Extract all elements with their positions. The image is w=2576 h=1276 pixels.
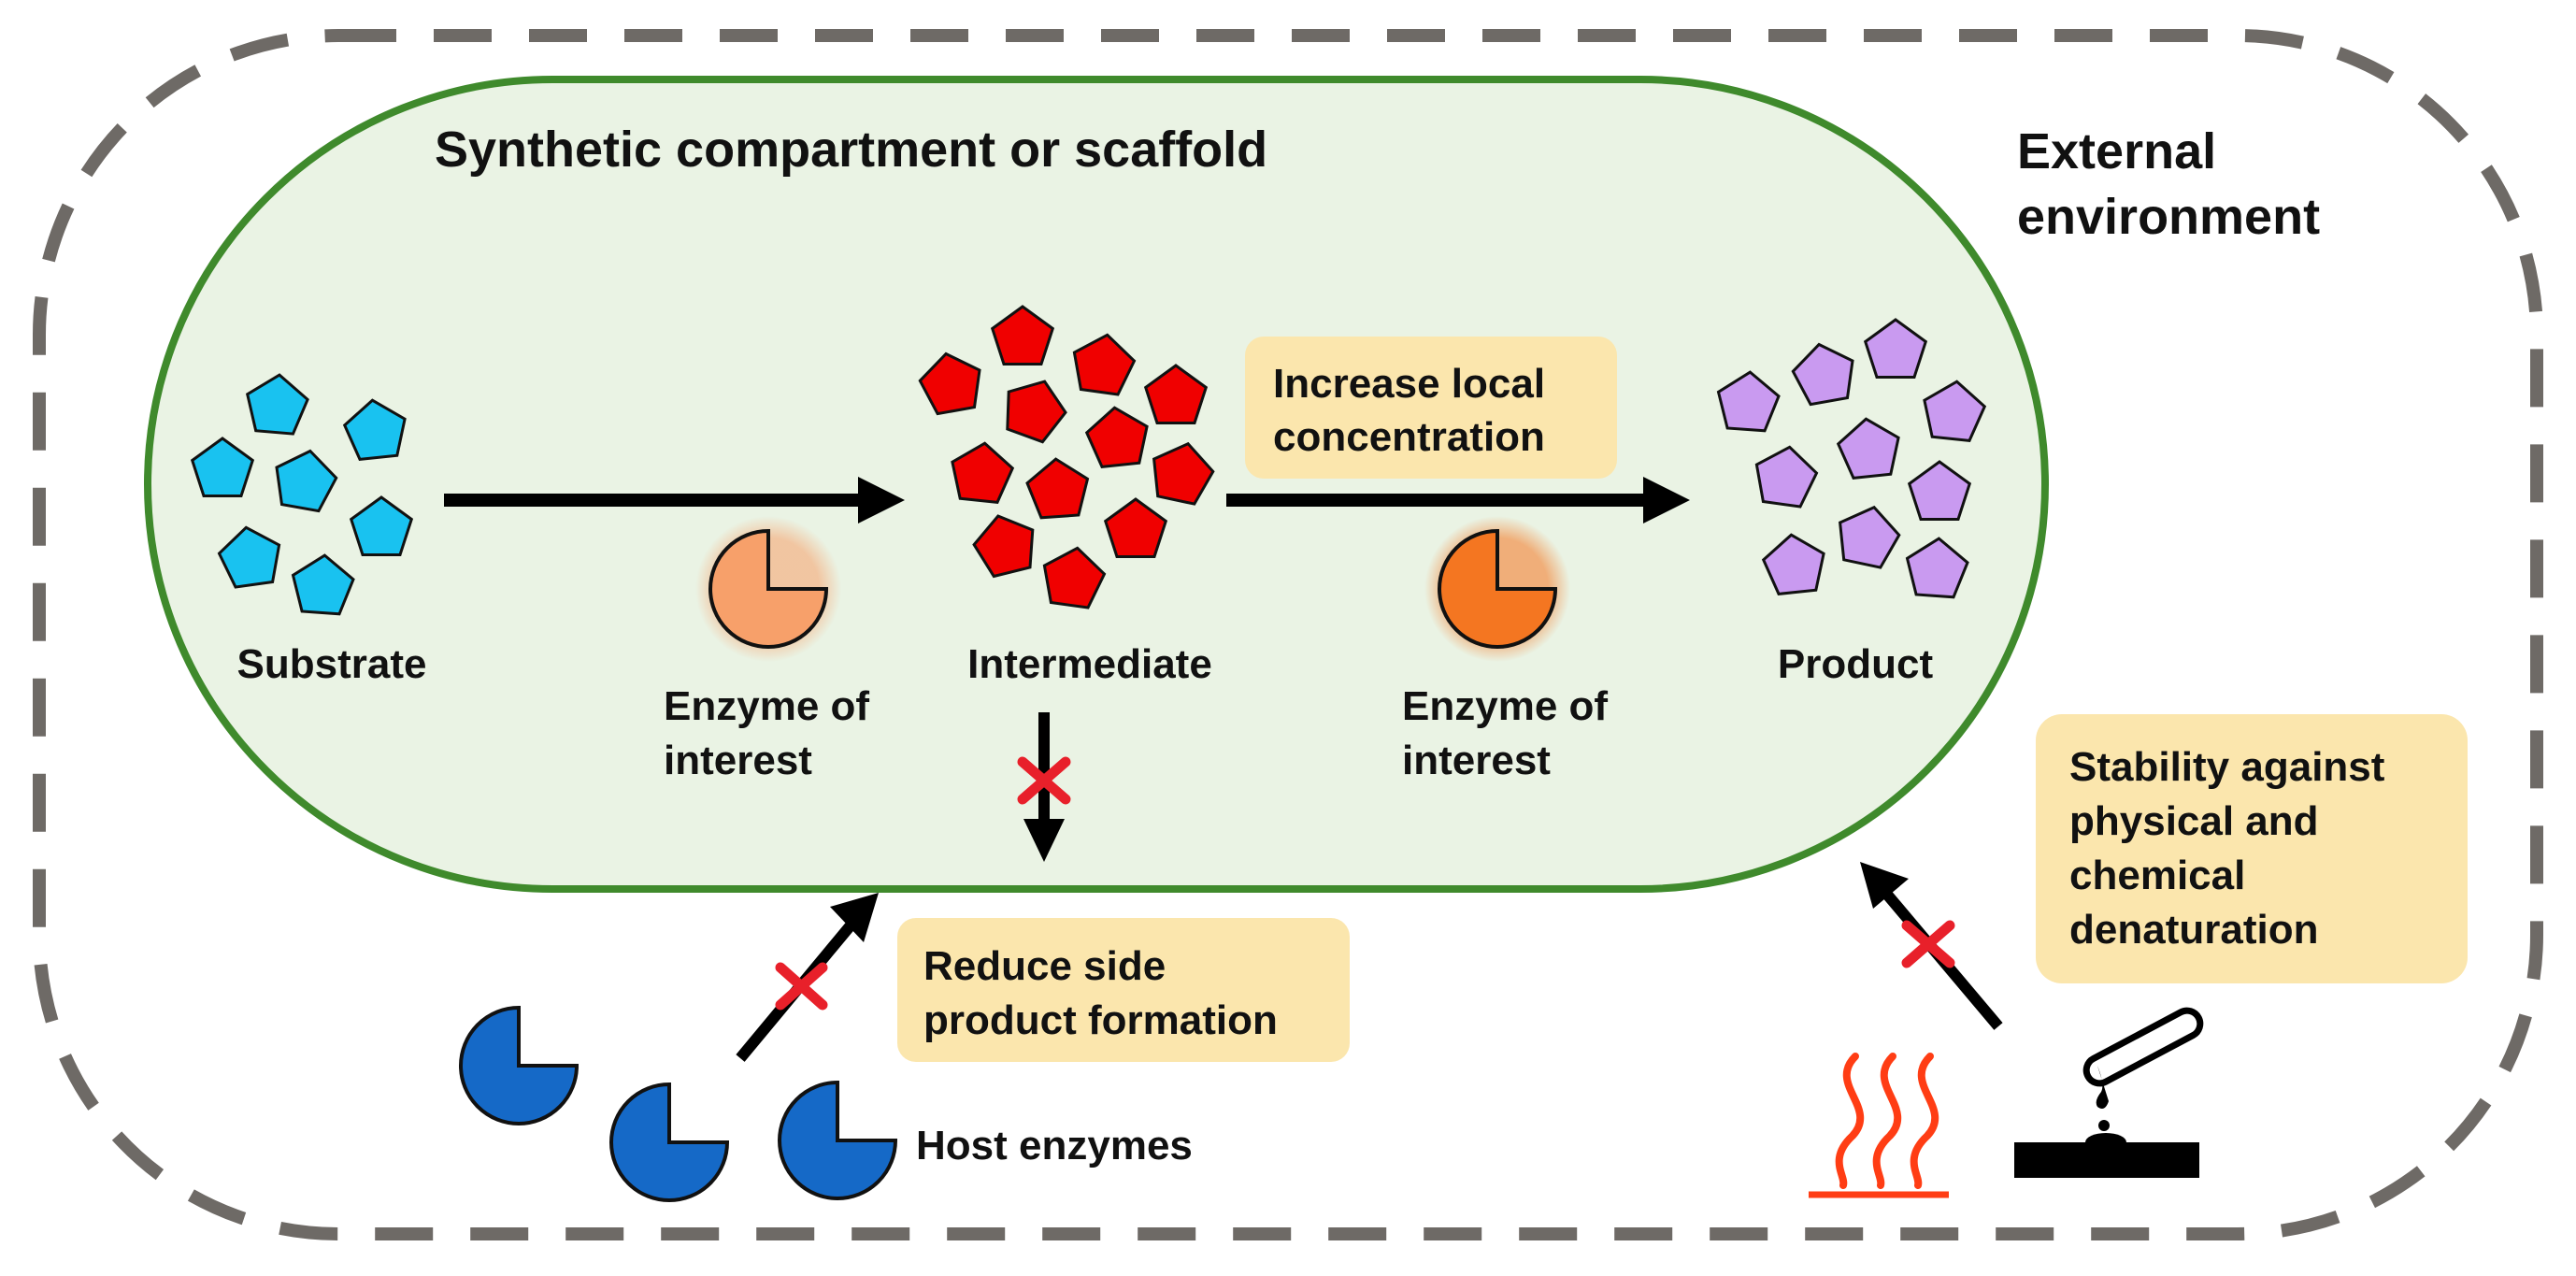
product-pentagon (1836, 417, 1900, 480)
stability-callout-line1: Stability against (2069, 744, 2385, 790)
reduce-callout-line1: Reduce side (923, 943, 1166, 989)
product-pentagon (1838, 505, 1901, 569)
substrate-pentagon (245, 373, 309, 436)
increase-concentration-callout (1245, 337, 1617, 479)
blocked-x-icon (1017, 756, 1071, 805)
product-pentagon (1907, 460, 1972, 521)
enzyme2-label-line2: interest (1402, 738, 1551, 783)
intermediate-pentagon (1084, 406, 1149, 469)
intermediate-pentagon (1072, 333, 1137, 396)
external-environment-border (33, 29, 2543, 1240)
substrate-pentagon (217, 525, 281, 589)
substrate-pentagon (342, 398, 407, 462)
host-enzymes-label: Host enzymes (916, 1123, 1193, 1168)
host-enzyme-icon (459, 1005, 580, 1125)
stability-callout (2036, 714, 2468, 983)
host-enzyme-icon (609, 1082, 730, 1202)
reduce-callout-line2: product formation (923, 997, 1278, 1043)
enzyme-of-interest-icon (695, 516, 841, 662)
substrate-pentagon (349, 495, 414, 556)
product-pentagon (1754, 445, 1819, 509)
product-pentagon (1761, 533, 1825, 596)
intermediate-pentagon (1006, 380, 1067, 444)
product-pentagon (1905, 537, 1969, 599)
increase-callout-line1: Increase local (1273, 361, 1545, 407)
blocked-side-reaction-arrow (1023, 712, 1065, 862)
intermediate-pentagon (1103, 497, 1168, 558)
blocked-x-icon (775, 962, 828, 1011)
heat-waves-icon (1809, 1053, 1949, 1198)
substrate-label: Substrate (237, 641, 427, 687)
reduce-side-product-callout (897, 918, 1350, 1062)
chemical-spill-icon (2014, 1007, 2204, 1178)
product-label: Product (1778, 641, 1934, 687)
intermediate-pentagon (918, 351, 981, 416)
enzyme1-label-line1: Enzyme of (664, 683, 869, 729)
synthetic-compartment (144, 76, 2049, 893)
intermediate-pentagon (972, 514, 1035, 579)
intermediate-to-product-arrow (1226, 477, 1690, 523)
substrate-to-intermediate-arrow (444, 477, 905, 523)
product-pentagon (1791, 342, 1854, 407)
intermediate-pentagon (1042, 546, 1107, 609)
host-enzyme-icon (778, 1080, 898, 1200)
product-molecules (1716, 318, 1987, 599)
external-label-line2: environment (2017, 189, 2320, 245)
intermediate-pentagon (1152, 441, 1215, 506)
intermediate-label: Intermediate (967, 641, 1212, 687)
intermediate-pentagon (951, 441, 1015, 505)
enzyme-of-interest-icon (1424, 516, 1570, 662)
compartment-title: Synthetic compartment or scaffold (435, 122, 1267, 178)
enzyme1-label-line2: interest (664, 738, 812, 783)
stability-callout-line2: physical and (2069, 798, 2319, 844)
blocked-x-icon (1901, 920, 1955, 968)
substrate-molecules (190, 373, 414, 616)
product-pentagon (1923, 380, 1987, 443)
intermediate-pentagon (1143, 364, 1209, 424)
increase-callout-line2: concentration (1273, 414, 1545, 460)
intermediate-pentagon (1025, 457, 1090, 520)
product-pentagon (1863, 318, 1928, 379)
intermediate-molecules (918, 305, 1215, 609)
product-pentagon (1716, 370, 1781, 433)
stability-callout-line3: chemical (2069, 853, 2245, 898)
enzyme2-label-line1: Enzyme of (1402, 683, 1608, 729)
intermediate-pentagon (990, 305, 1055, 366)
substrate-pentagon (291, 553, 355, 616)
stability-callout-line4: denaturation (2069, 907, 2318, 953)
substrate-pentagon (275, 449, 338, 513)
substrate-pentagon (190, 437, 255, 497)
external-label-line1: External (2017, 123, 2216, 179)
